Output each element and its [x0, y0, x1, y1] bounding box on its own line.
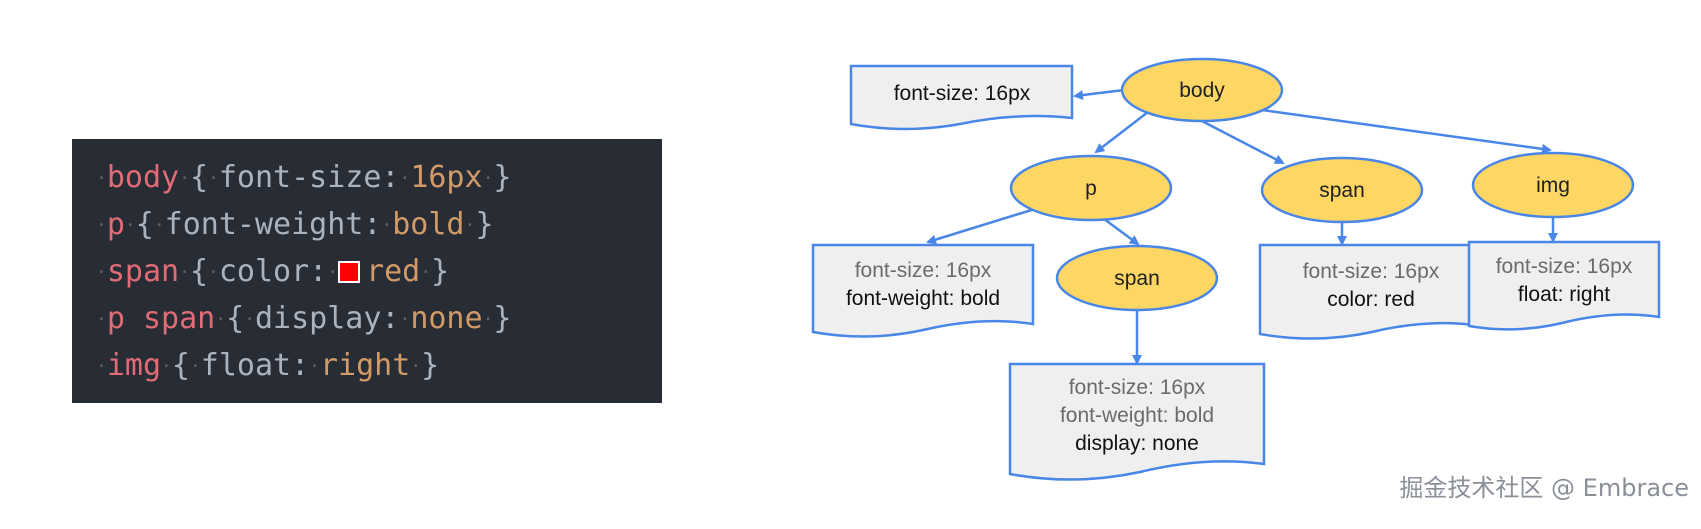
node-span: span — [1260, 156, 1424, 224]
code-value: bold — [392, 207, 465, 242]
watermark-text: 掘金技术社区 @ Embrace — [1399, 474, 1689, 502]
style-text: font-size: 16px — [1303, 260, 1440, 283]
color-swatch-icon[interactable] — [338, 261, 361, 283]
edge-body-to-box — [1073, 88, 1125, 100]
style-box-span-child: font-size: 16px font-weight: bold displa… — [1008, 362, 1266, 481]
code-value: 16px — [410, 160, 483, 195]
code-property: float — [200, 348, 292, 383]
node-label: span — [1114, 267, 1160, 290]
code-property: display — [254, 301, 382, 336]
code-selector: span — [106, 254, 180, 289]
style-text: font-size: 16px — [1496, 255, 1633, 278]
code-selector: img — [106, 348, 162, 383]
code-line-p-span: ·p span·{·display:·none·} — [96, 301, 512, 336]
style-text: float: right — [1518, 283, 1610, 306]
code-selector: p span — [106, 301, 216, 336]
style-box-body: font-size: 16px — [849, 64, 1074, 131]
code-line-img: ·img·{·float:·right·} — [96, 348, 440, 383]
code-selector: body — [106, 160, 180, 195]
style-text: font-weight: bold — [846, 287, 1000, 310]
code-line-p: ·p·{·font-weight:·bold·} — [96, 207, 494, 242]
style-text: font-size: 16px — [855, 259, 992, 282]
node-img: img — [1471, 151, 1635, 219]
style-text: color: red — [1327, 288, 1415, 311]
edge-p-to-box — [926, 206, 1039, 245]
code-selector: p — [106, 207, 125, 242]
style-text: font-weight: bold — [1060, 404, 1214, 427]
code-value: none — [410, 301, 483, 336]
edge-body-to-p — [1094, 111, 1149, 154]
style-text: font-size: 16px — [1069, 376, 1206, 399]
style-box-img: font-size: 16px float: right — [1467, 240, 1661, 331]
node-span-child: span — [1055, 244, 1219, 312]
code-line-body: ·body·{·font-size:·16px·} — [96, 160, 512, 195]
code-line-span: ·span·{·color:·red·} — [96, 254, 450, 289]
css-code-panel: ·body·{·font-size:·16px·} ·p·{·font-weig… — [72, 139, 662, 403]
node-p: p — [1009, 154, 1173, 222]
code-property: color — [218, 254, 310, 289]
code-value: red — [366, 254, 421, 289]
code-property: font-weight — [164, 207, 364, 242]
edge-body-to-img — [1261, 108, 1552, 154]
style-text: font-size: 16px — [894, 82, 1031, 105]
node-label: img — [1536, 174, 1570, 197]
style-box-p: font-size: 16px font-weight: bold — [811, 243, 1035, 338]
node-label: p — [1085, 177, 1097, 200]
edge-body-to-span — [1199, 118, 1285, 165]
node-label: body — [1179, 79, 1225, 102]
node-body: body — [1120, 57, 1284, 123]
style-box-span: font-size: 16px color: red — [1258, 243, 1484, 340]
style-text: display: none — [1075, 432, 1199, 455]
code-value: right — [320, 348, 411, 383]
node-label: span — [1319, 179, 1365, 202]
code-property: font-size — [218, 160, 382, 195]
